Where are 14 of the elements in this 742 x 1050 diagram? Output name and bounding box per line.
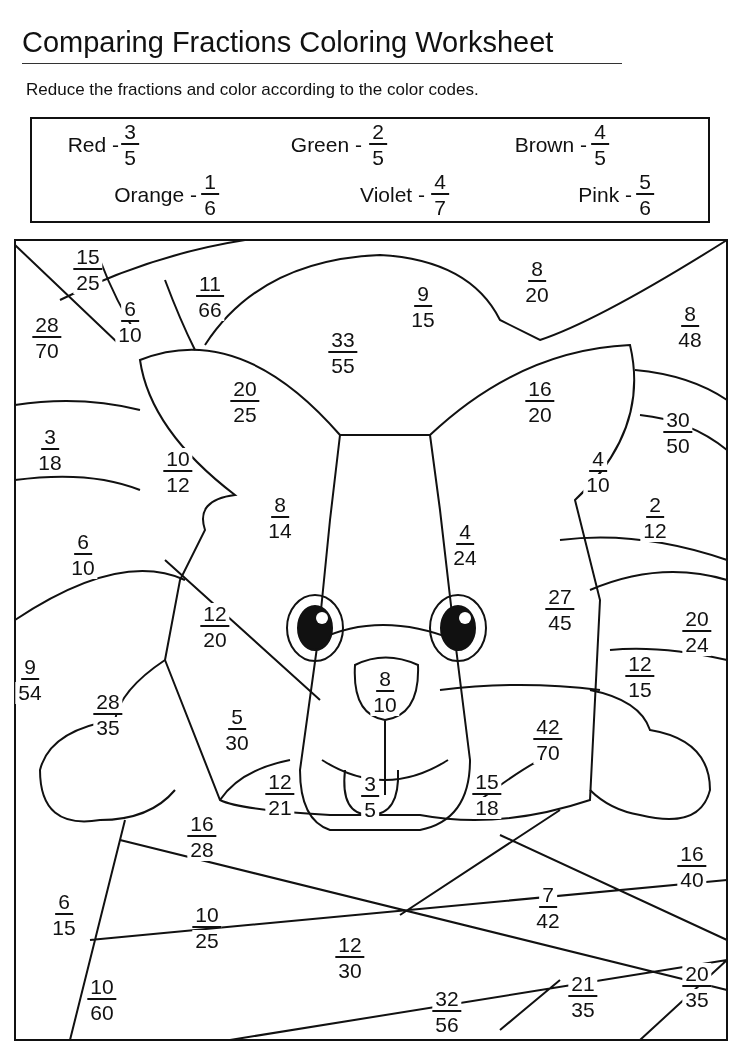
color-name: Violet - <box>360 184 425 206</box>
denominator: 18 <box>472 797 502 819</box>
worksheet-title: Comparing Fractions Coloring Worksheet <box>22 26 622 64</box>
instruction-text: Reduce the fractions and color according to the color codes. <box>26 80 479 100</box>
color-name: Brown - <box>514 134 587 156</box>
denominator: 54 <box>15 682 45 704</box>
numerator: 20 <box>682 963 712 987</box>
color-name: Green - <box>290 134 362 156</box>
color-name: Pink - <box>578 184 632 206</box>
color-name: Red - <box>67 134 119 156</box>
numerator: 3 <box>361 773 379 797</box>
color-name: Orange - <box>114 184 197 206</box>
numerator: 10 <box>163 448 193 472</box>
numerator: 12 <box>200 603 230 627</box>
